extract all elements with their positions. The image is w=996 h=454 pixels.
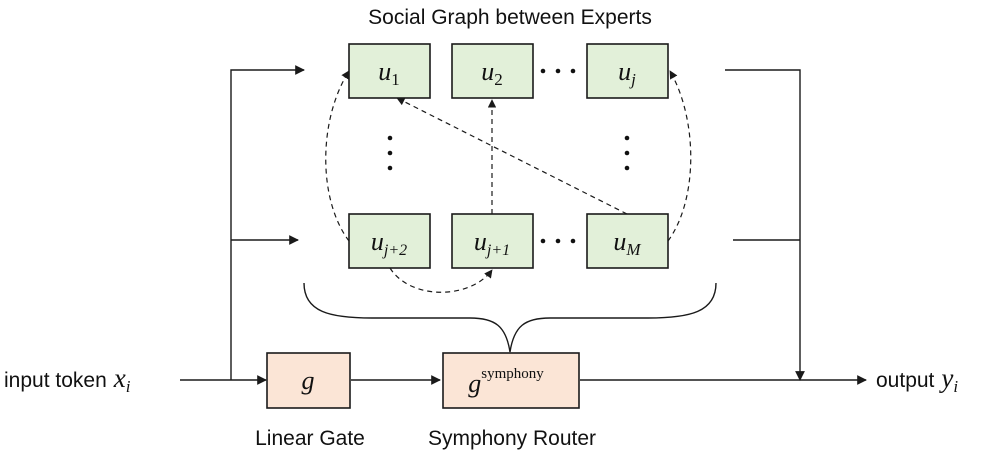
output-prefix: output (876, 369, 935, 392)
input-branch-top (230, 65, 305, 380)
router-symbol: g (468, 369, 481, 398)
input-var: x (113, 363, 126, 393)
svg-text:uj+1: uj+1 (474, 227, 510, 259)
horizontal-dots-top (540, 68, 576, 74)
expert-group-brace (303, 282, 717, 353)
vertical-dots-right (624, 135, 630, 171)
router-superscript: symphony (481, 366, 544, 382)
diagram-title: Social Graph between Experts (368, 6, 652, 29)
expert-uM-sub: M (625, 240, 641, 259)
edge-uM-to-u1 (396, 97, 628, 215)
input-prefix: input token (4, 369, 107, 392)
expert-u1-var: u (378, 57, 391, 86)
expert-node-uM: uM (586, 213, 669, 269)
svg-text:gsymphony: gsymphony (468, 366, 544, 398)
edge-uM-to-uj (667, 70, 692, 242)
svg-text:u1: u1 (378, 57, 400, 89)
input-sub: i (126, 377, 131, 396)
expert-uj2-var: u (371, 227, 384, 256)
expert-node-uj: uj (586, 43, 669, 99)
expert-uj1-sub: j+1 (485, 242, 510, 259)
svg-text:u2: u2 (481, 57, 503, 89)
expert-u2-var: u (481, 57, 494, 86)
expert-node-u2: u2 (451, 43, 534, 99)
symphony-router-box: gsymphony (442, 352, 580, 409)
expert-uj-sub: j (629, 70, 636, 89)
expert-node-uj2: uj+2 (348, 213, 431, 269)
expert-node-uj1: uj+1 (451, 213, 534, 269)
edge-uj2-to-uj1 (389, 267, 493, 293)
linear-gate-box: g (266, 352, 351, 409)
svg-text:uj: uj (618, 57, 636, 89)
svg-text:uM: uM (613, 227, 641, 259)
output-sub: i (953, 377, 958, 396)
expert-u2-sub: 2 (494, 70, 503, 89)
horizontal-dots-bottom (540, 238, 576, 244)
edge-uj2-to-u1 (325, 70, 350, 242)
symphony-router-caption: Symphony Router (428, 427, 596, 450)
output-var: y (938, 363, 953, 393)
gate-symbol: g (302, 366, 315, 395)
linear-gate-caption: Linear Gate (255, 427, 365, 450)
expert-uj1-var: u (474, 227, 487, 256)
expert-uM-var: u (613, 227, 626, 256)
svg-text:uj+2: uj+2 (371, 227, 407, 259)
output-branch-top (725, 69, 805, 381)
expert-uj2-sub: j+2 (382, 242, 407, 259)
vertical-dots-left (387, 135, 393, 171)
expert-node-u1: u1 (348, 43, 431, 99)
expert-u1-sub: 1 (391, 70, 400, 89)
expert-uj-var: u (618, 57, 631, 86)
input-token-label: input token xi (4, 363, 131, 396)
